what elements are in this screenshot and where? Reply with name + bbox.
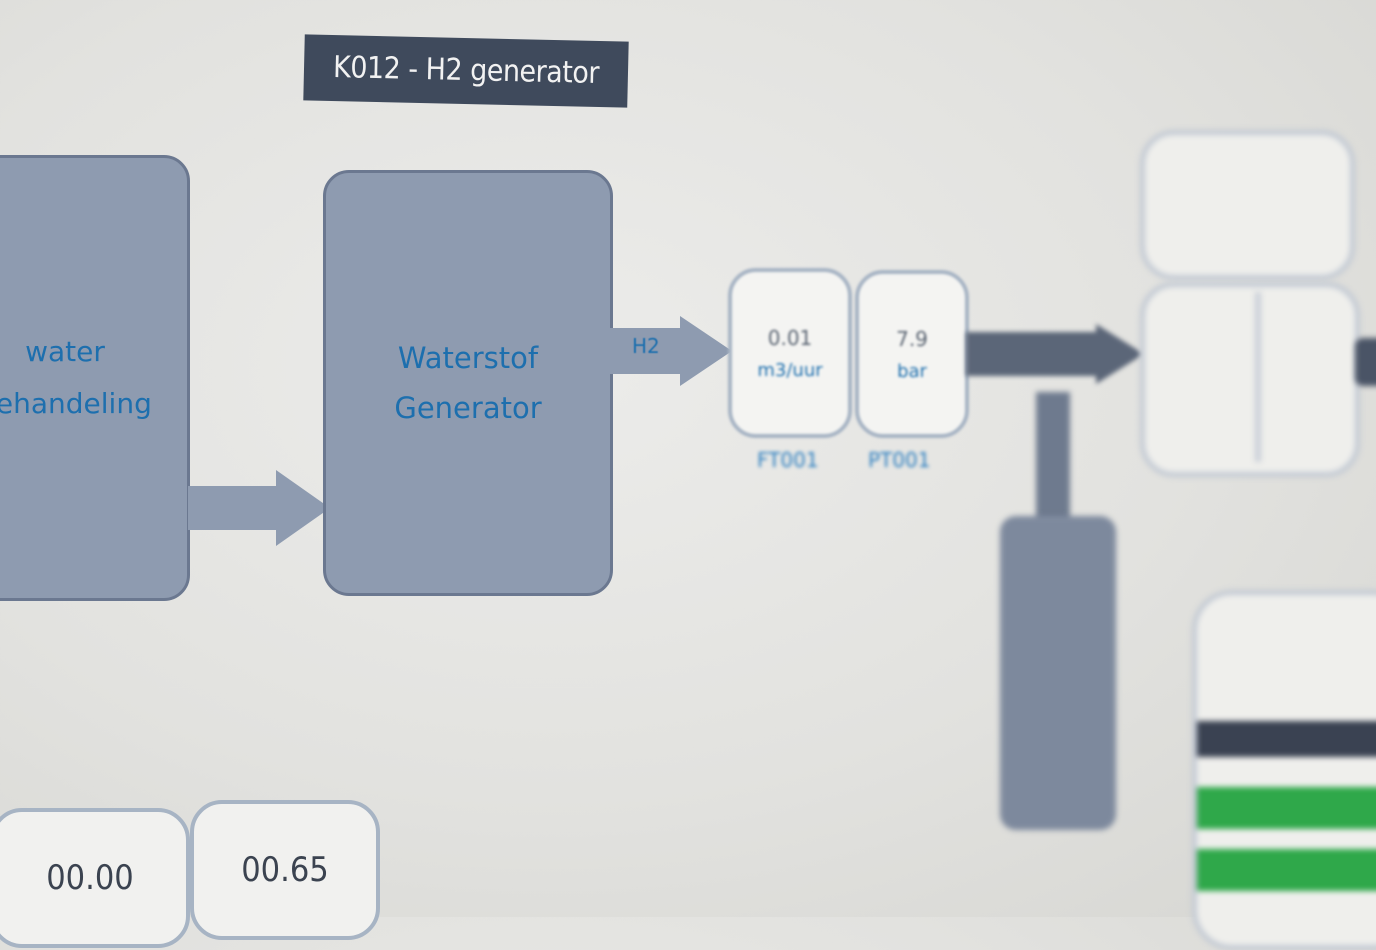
flow-meter-display[interactable]: 0.01 m3/uur [728, 268, 852, 438]
status-green-bar-1 [1197, 787, 1376, 829]
flow-meter-tag: FT001 [757, 448, 819, 472]
pressure-meter-value: 7.9 [896, 326, 928, 351]
water-treatment-label: water behandeling [0, 335, 152, 420]
remote-panel-middle[interactable] [1140, 282, 1360, 477]
pressure-meter-unit: bar [897, 360, 927, 382]
water-treatment-block[interactable]: water behandeling [0, 155, 190, 601]
status-green-bar-2 [1197, 849, 1376, 891]
pressure-meter-display[interactable]: 7.9 bar [855, 270, 969, 438]
flow-arrow-h2 [610, 316, 732, 386]
bottom-value-2: 00.65 [241, 850, 329, 890]
remote-panel-divider [1255, 292, 1261, 462]
pressure-meter-tag: PT001 [868, 448, 931, 472]
flow-meter-unit: m3/uur [757, 359, 823, 381]
page-title: K012 - H2 generator [303, 34, 629, 108]
flow-arrow-output [966, 324, 1144, 384]
status-panel[interactable] [1192, 590, 1376, 950]
remote-output-arrow [1355, 338, 1376, 386]
h2-flow-label: H2 [632, 334, 660, 358]
bottom-value-box-1[interactable]: 00.00 [0, 808, 190, 948]
hydrogen-generator-block[interactable]: Waterstof Generator [323, 170, 613, 596]
status-header-bar [1197, 721, 1376, 757]
bottom-value-1: 00.00 [46, 858, 134, 898]
remote-panel-top[interactable] [1140, 130, 1355, 280]
flow-arrow-water [188, 470, 330, 546]
hydrogen-generator-label: Waterstof Generator [394, 341, 542, 425]
bottom-value-box-2[interactable]: 00.65 [190, 800, 380, 940]
storage-tank-block[interactable] [1000, 516, 1116, 830]
flow-meter-value: 0.01 [767, 325, 813, 350]
vertical-pipe [1036, 392, 1070, 522]
